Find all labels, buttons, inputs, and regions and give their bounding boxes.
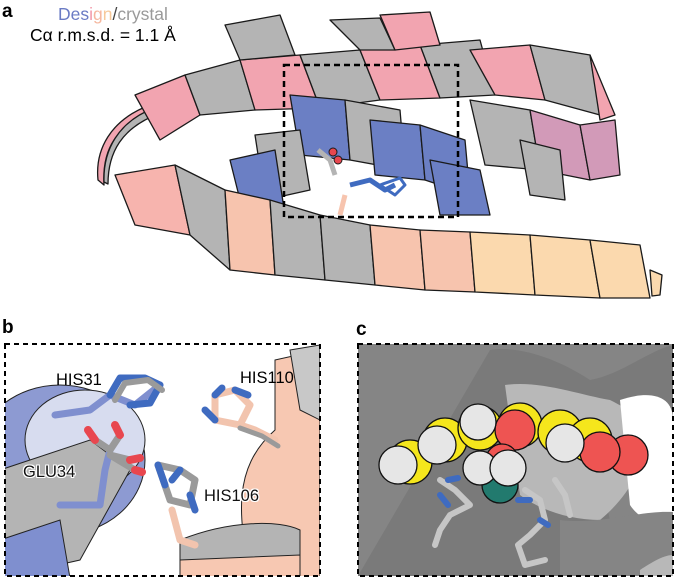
- residue-label-his106: HIS106: [204, 487, 260, 505]
- zoom-box: [282, 63, 460, 219]
- helix-3-peach: [114, 164, 663, 299]
- helix-2-blue: [229, 94, 491, 221]
- panel-b-label: b: [2, 317, 14, 338]
- helix-4-mauve: [469, 44, 621, 201]
- legend-design-part-3: g: [93, 4, 103, 24]
- panel-a-label: a: [2, 1, 13, 22]
- panel-c-frame: [357, 343, 674, 577]
- panel-a-structure: [96, 11, 663, 299]
- legend: Design/crystal Cα r.m.s.d. = 1.1 Å: [30, 4, 176, 46]
- legend-design-part-4: n: [102, 4, 113, 24]
- legend-crystal: crystal: [117, 4, 168, 24]
- legend-rmsd: Cα r.m.s.d. = 1.1 Å: [30, 25, 176, 45]
- residue-label-glu34: GLU34: [23, 463, 76, 481]
- legend-design-crystal: Design/crystal: [30, 4, 176, 25]
- residue-label-his110: HIS110: [240, 369, 294, 387]
- legend-slash: /: [112, 4, 118, 24]
- legend-design-part-2: i: [89, 4, 94, 24]
- side-chains: [316, 147, 407, 216]
- panel-c-label: c: [356, 319, 367, 340]
- legend-design-part-1: Des: [58, 4, 90, 24]
- residue-label-his31: HIS31: [56, 371, 102, 389]
